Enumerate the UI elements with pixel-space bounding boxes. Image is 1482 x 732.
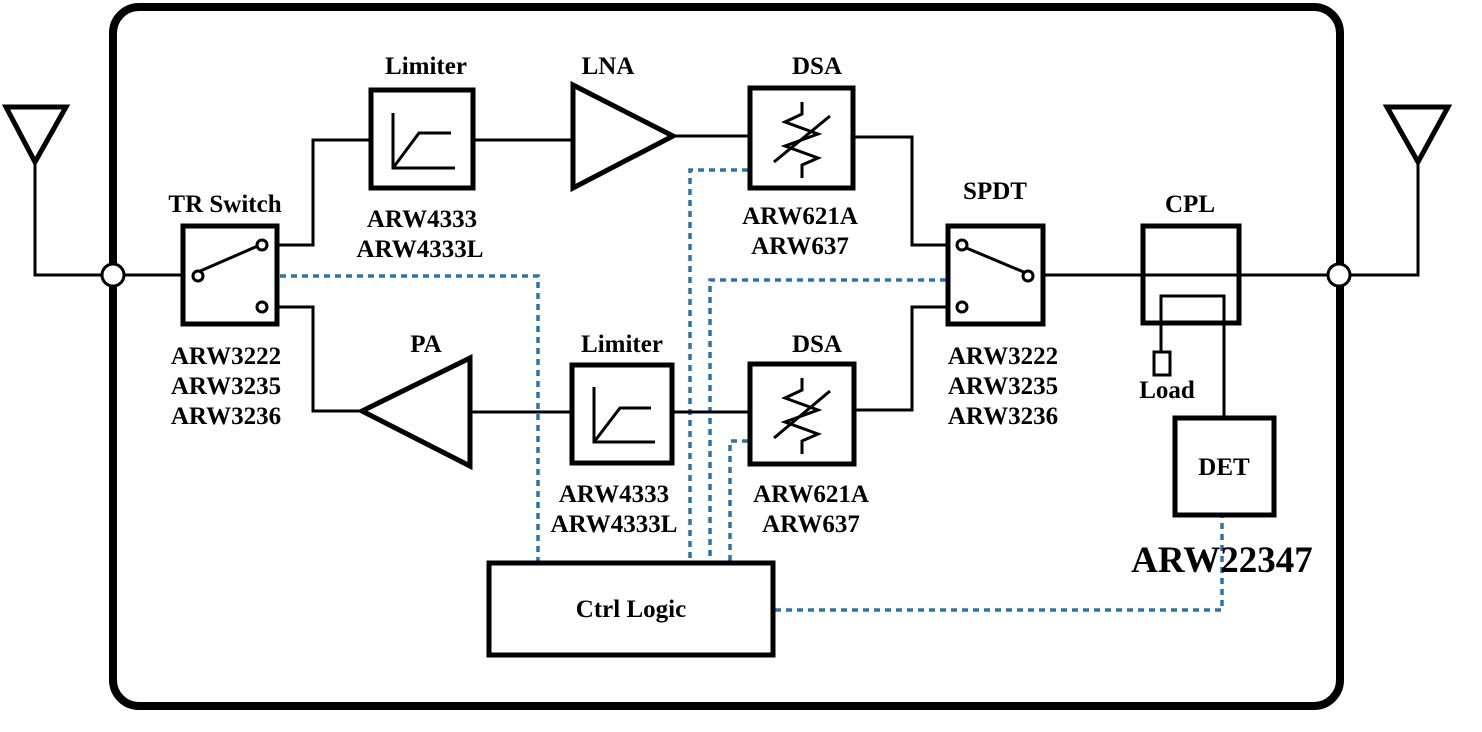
- tr-switch-block: [180, 223, 280, 327]
- limiter-tx-part: ARW4333L: [551, 511, 678, 538]
- pa-label: PA: [410, 331, 441, 358]
- signal-wires: [33, 134, 1420, 414]
- load-resistor-icon: [1152, 350, 1172, 377]
- tr-switch-label: TR Switch: [168, 191, 281, 218]
- port-left: [100, 262, 126, 288]
- ctrl-line-dsa-rx: [688, 168, 748, 562]
- dsa-tx-block: [747, 361, 857, 467]
- dsa-tx-part: ARW621A: [753, 481, 869, 508]
- detector-block: [1172, 415, 1277, 518]
- limiter-rx-block: [368, 87, 476, 191]
- antenna-right-icon: [1382, 104, 1453, 168]
- spdt-part: ARW3236: [948, 403, 1058, 430]
- spdt-part: ARW3222: [948, 343, 1058, 370]
- coupler-block: [1140, 223, 1242, 418]
- module-outline: [109, 3, 1344, 710]
- ctrl-line-spdt: [708, 278, 946, 562]
- limiter-tx-part: ARW4333: [559, 481, 669, 508]
- pa-amplifier-icon: [356, 353, 473, 471]
- limiter-rx-part: ARW4333L: [357, 236, 484, 263]
- ctrl-logic-block: [486, 560, 776, 658]
- cpl-label: CPL: [1165, 191, 1215, 218]
- spdt-part: ARW3235: [948, 373, 1058, 400]
- spdt-label: SPDT: [963, 178, 1027, 205]
- dsa-rx-part: ARW621A: [742, 203, 858, 230]
- tr-switch-part: ARW3222: [171, 343, 281, 370]
- dsa-rx-block: [747, 85, 856, 191]
- limiter-tx-block: [569, 362, 675, 466]
- det-part: ARW22347: [1131, 540, 1313, 581]
- antenna-left-icon: [1, 104, 71, 168]
- load-label: Load: [1139, 377, 1195, 404]
- limiter-tx-label: Limiter: [581, 331, 663, 358]
- control-lines: [280, 168, 1224, 612]
- limiter-rx-label: Limiter: [385, 53, 467, 80]
- spdt-block: [945, 223, 1046, 327]
- ctrl-line-dsa-tx: [728, 439, 748, 562]
- dsa-tx-part: ARW637: [762, 511, 860, 538]
- tr-switch-part: ARW3236: [171, 403, 281, 430]
- ctrl-line-tr-switch: [280, 274, 540, 562]
- lna-amplifier-icon: [570, 80, 679, 193]
- tr-switch-part: ARW3235: [171, 373, 281, 400]
- ctrl-logic-label: Ctrl Logic: [576, 596, 686, 623]
- dsa-rx-part: ARW637: [751, 233, 849, 260]
- port-right: [1326, 262, 1352, 288]
- ctrl-line-det: [775, 517, 1224, 612]
- lna-label: LNA: [582, 53, 635, 80]
- det-label: DET: [1198, 454, 1250, 481]
- limiter-rx-part: ARW4333: [367, 206, 477, 233]
- dsa-rx-label: DSA: [792, 53, 842, 80]
- dsa-tx-label: DSA: [792, 331, 842, 358]
